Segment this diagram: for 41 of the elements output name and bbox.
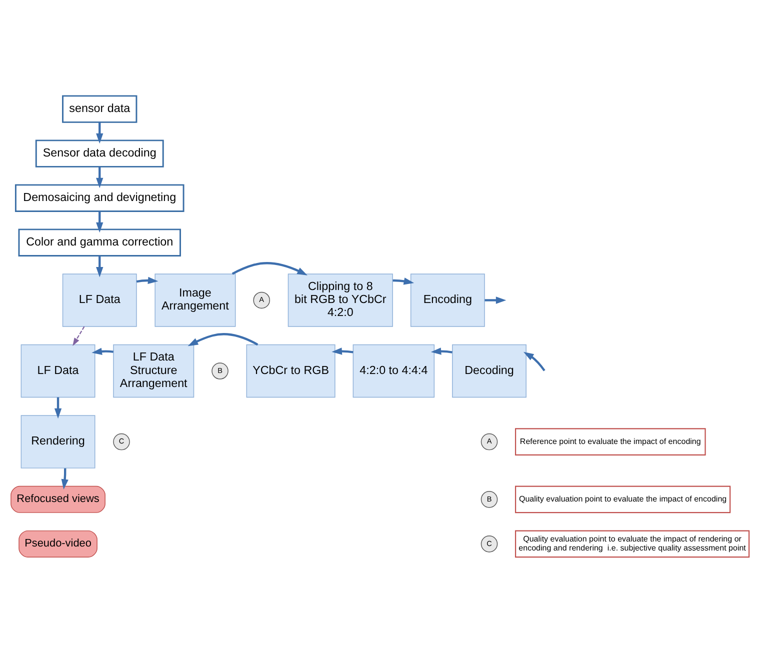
node-box: Color and gamma correction bbox=[18, 228, 181, 256]
node-box: LF Data bbox=[20, 344, 96, 398]
arrow bbox=[96, 211, 104, 233]
node-box: Sensor data decoding bbox=[35, 140, 164, 168]
node-box: LF Data Structure Arrangement bbox=[113, 344, 194, 398]
node-box: Image Arrangement bbox=[154, 274, 236, 327]
node-box: Decoding bbox=[452, 344, 526, 398]
node-circle: B bbox=[212, 362, 228, 380]
node-box: Quality evaluation point to evaluate the impact of encoding bbox=[515, 486, 731, 514]
arrow bbox=[188, 333, 258, 346]
node-circle: C bbox=[480, 536, 498, 552]
arrow bbox=[332, 348, 354, 355]
arrow bbox=[61, 468, 68, 490]
node-box: 4:2:0 to 4:4:4 bbox=[352, 344, 435, 398]
node-circle: A bbox=[253, 292, 270, 309]
arrow bbox=[232, 262, 308, 276]
arrow bbox=[72, 326, 85, 346]
node-box: Quality evaluation point to evaluate the impact of rendering or encoding and rendering i.e. subjective quality assessment point bbox=[515, 530, 750, 558]
node-box: LF Data bbox=[62, 274, 137, 327]
node-circle: A bbox=[480, 433, 498, 450]
node-box: sensor data bbox=[62, 95, 138, 123]
node-box: Rendering bbox=[20, 415, 96, 468]
node-circle: B bbox=[480, 491, 498, 508]
node-box: YCbCr to RGB bbox=[246, 344, 336, 398]
arrow bbox=[92, 348, 114, 355]
arrow bbox=[430, 348, 452, 355]
arrow bbox=[484, 296, 506, 304]
arrow bbox=[96, 166, 104, 188]
arrow bbox=[392, 278, 414, 285]
arrow bbox=[136, 276, 158, 284]
arrow bbox=[523, 352, 546, 372]
arrow bbox=[54, 397, 62, 419]
node-box: Refocused views bbox=[10, 486, 106, 513]
node-box: Demosaicing and devigneting bbox=[14, 184, 184, 212]
arrow bbox=[96, 256, 104, 278]
arrow bbox=[96, 122, 104, 144]
node-box: Encoding bbox=[410, 274, 485, 327]
node-circle: C bbox=[113, 433, 130, 450]
node-box: Pseudo-video bbox=[18, 530, 98, 558]
node-box: Clipping to 8 bit RGB to YCbCr 4:2:0 bbox=[288, 274, 393, 327]
node-box: Reference point to evaluate the impact of encoding bbox=[515, 428, 706, 456]
